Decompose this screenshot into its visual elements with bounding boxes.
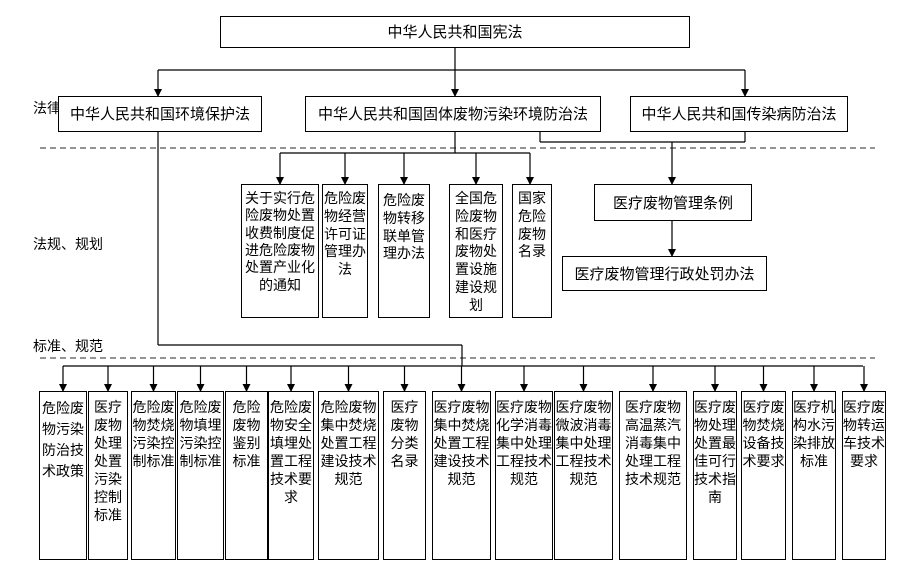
standard-text-11: 医疗废物微波消毒集中处理工程技术规范	[555, 400, 612, 488]
law-infectious-box: 中华人民共和国传染病防治法	[630, 96, 848, 132]
tier-label-law: 法律	[33, 101, 61, 117]
standard-box-11: 医疗废物微波消毒集中处理工程技术规范	[554, 391, 613, 560]
standard-text-13: 医疗废物处理处置最佳可行技术指南	[694, 400, 736, 506]
standard-text-10: 医疗废物化学消毒集中处理工程技术规范	[496, 400, 552, 488]
standard-text-9: 医疗废物集中焚烧处置工程建设技术规范	[433, 400, 490, 488]
standard-text-14: 医疗废物焚烧设备技术要求	[742, 400, 785, 470]
standard-box-15: 医疗机构水污染排放标准	[792, 391, 836, 560]
tier-label-standard: 标准、规范	[33, 339, 103, 355]
standard-text-5: 危险废物鉴别标准	[232, 400, 261, 470]
regulation-plan-box: 全国危险废物和医疗废物处置设施建设规划	[449, 184, 503, 318]
regulation-fee-notice-text: 关于实行危险废物处置收费制度促进危险废物处置产业化的通知	[245, 191, 315, 294]
standard-text-1: 危险废物污染防治技术政策	[42, 401, 84, 480]
regulation-permit-box: 危险废物经营许可证管理办法	[322, 184, 368, 318]
standard-box-14: 医疗废物焚烧设备技术要求	[741, 391, 786, 560]
standard-text-7: 危险废物集中焚烧处置工程建设技术规范	[320, 400, 377, 488]
standard-box-5: 危险废物鉴别标准	[225, 391, 268, 560]
standard-box-13: 医疗废物处理处置最佳可行技术指南	[693, 391, 737, 560]
standard-box-2: 医疗废物处理处置污染控制标准	[88, 391, 128, 560]
standard-box-7: 危险废物集中焚烧处置工程建设技术规范	[318, 391, 379, 560]
standard-box-8: 医疗废物分类名录	[383, 391, 426, 560]
law-environment-box: 中华人民共和国环境保护法	[58, 96, 262, 132]
standard-box-12: 医疗废物高温蒸汽消毒集中处理工程技术规范	[619, 391, 687, 560]
standard-text-8: 医疗废物分类名录	[390, 400, 419, 470]
regulation-manifest-box: 危险废物转移联单管理办法	[378, 184, 430, 318]
law-solid-waste-box: 中华人民共和国固体废物污染环境防治法	[305, 96, 601, 132]
standard-text-3: 危险废物焚烧污染控制标准	[132, 400, 175, 470]
standard-text-16: 医疗废物转运车技术要求	[843, 400, 885, 470]
standard-box-9: 医疗废物集中焚烧处置工程建设技术规范	[432, 391, 491, 560]
standard-text-6: 危险废物安全填埋处置工程技术要求	[270, 400, 312, 506]
regulation-manifest-text: 危险废物转移联单管理办法	[383, 193, 425, 263]
regulation-catalog-box: 国家危险废物名录	[512, 184, 552, 318]
standard-box-1: 危险废物污染防治技术政策	[39, 391, 87, 560]
standard-text-12: 医疗废物高温蒸汽消毒集中处理工程技术规范	[625, 400, 681, 488]
medical-penalty-box: 医疗废物管理行政处罚办法	[562, 256, 767, 291]
standard-box-6: 危险废物安全填埋处置工程技术要求	[268, 391, 314, 560]
standard-box-10: 医疗废物化学消毒集中处理工程技术规范	[495, 391, 553, 560]
standard-box-16: 医疗废物转运车技术要求	[842, 391, 886, 560]
regulation-plan-text: 全国危险废物和医疗废物处置设施建设规划	[455, 191, 497, 314]
standard-box-3: 危险废物焚烧污染控制标准	[131, 391, 176, 560]
standard-box-4: 危险废物填埋污染控制标准	[177, 391, 224, 560]
regulation-fee-notice-box: 关于实行危险废物处置收费制度促进危险废物处置产业化的通知	[241, 184, 319, 318]
standard-text-15: 医疗机构水污染排放标准	[793, 400, 835, 470]
constitution-box: 中华人民共和国宪法	[220, 16, 690, 48]
regulation-permit-text: 危险废物经营许可证管理办法	[324, 191, 366, 279]
tier-label-regulation: 法规、规划	[33, 237, 103, 253]
standard-text-4: 危险废物填埋污染控制标准	[179, 400, 222, 470]
regulation-catalog-text: 国家危险废物名录	[518, 191, 546, 261]
medical-regulation-box: 医疗废物管理条例	[594, 184, 752, 221]
standard-text-2: 医疗废物处理处置污染控制标准	[94, 400, 122, 524]
